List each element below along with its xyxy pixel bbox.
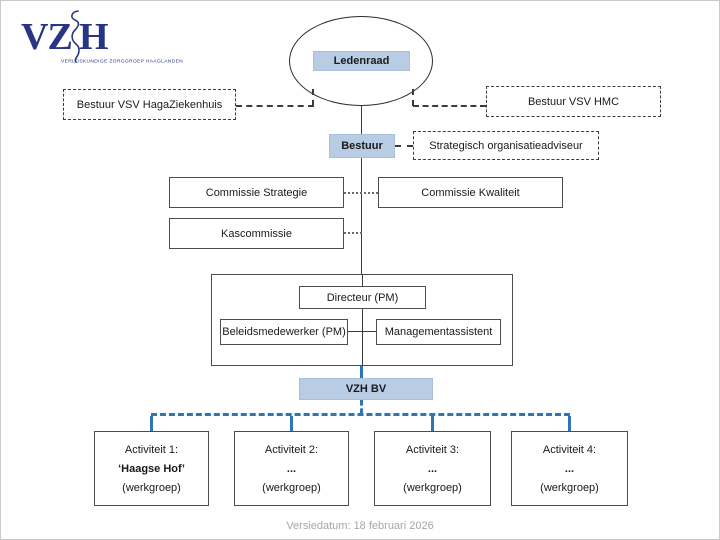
connector-directeur-down bbox=[362, 309, 363, 366]
activity-name: ... bbox=[427, 462, 438, 475]
connector-beleid-management bbox=[348, 331, 376, 332]
node-directeur: Directeur (PM) bbox=[299, 286, 426, 309]
node-activiteit-2: Activiteit 2: ... (werkgroep) bbox=[234, 431, 349, 506]
connector-stub-activiteit-1 bbox=[150, 416, 153, 431]
node-commissie-strategie: Commissie Strategie bbox=[169, 177, 344, 208]
activity-name: ‘Haagse Hof’ bbox=[118, 462, 185, 475]
node-beleidsmedewerker: Beleidsmedewerker (PM) bbox=[220, 319, 348, 345]
connector-activities-bus bbox=[151, 413, 570, 416]
connector-strategie-kwaliteit bbox=[344, 192, 378, 194]
connector-vzhbv-bus bbox=[360, 400, 363, 414]
vzh-logo: VZ H VERLOSKUNDIGE ZORGGROEP HAAGLANDEN bbox=[21, 10, 201, 64]
version-date: Versiedatum: 18 februari 2026 bbox=[286, 520, 434, 532]
node-kascommissie: Kascommissie bbox=[169, 218, 344, 249]
node-bestuur-vsv-hmc: Bestuur VSV HMC bbox=[486, 86, 661, 117]
activity-subtitle: (werkgroep) bbox=[540, 481, 599, 494]
node-bestuur: Bestuur bbox=[329, 134, 395, 158]
connector-stub-activiteit-2 bbox=[290, 416, 293, 431]
connector-hmc-vertical bbox=[412, 89, 414, 106]
connector-kascommissie bbox=[344, 232, 362, 234]
activity-subtitle: (werkgroep) bbox=[122, 481, 181, 494]
activity-title: Activiteit 4: bbox=[542, 443, 597, 456]
node-activiteit-4: Activiteit 4: ... (werkgroep) bbox=[511, 431, 628, 506]
connector-hmc-horizontal bbox=[413, 105, 486, 107]
connector-staff-vzhbv bbox=[360, 366, 363, 378]
swan-figure-icon bbox=[71, 10, 80, 63]
activity-subtitle: (werkgroep) bbox=[262, 481, 321, 494]
node-managementassistent: Managementassistent bbox=[376, 319, 501, 345]
activity-title: Activiteit 3: bbox=[405, 443, 460, 456]
activity-name: ... bbox=[286, 462, 297, 475]
activity-title: Activiteit 2: bbox=[264, 443, 319, 456]
vzh-logo-letters: VZ H bbox=[21, 10, 201, 63]
connector-bestuur-staff bbox=[361, 158, 362, 274]
node-bestuur-vsv-hagaziekenhuis: Bestuur VSV HagaZiekenhuis bbox=[63, 89, 236, 120]
connector-haga-vertical bbox=[312, 89, 314, 106]
activity-title: Activiteit 1: bbox=[124, 443, 179, 456]
connector-stub-activiteit-4 bbox=[568, 416, 571, 431]
connector-haga-horizontal bbox=[236, 105, 314, 107]
connector-container-directeur bbox=[362, 274, 363, 286]
activity-name: ... bbox=[564, 462, 575, 475]
connector-bestuur-adviseur bbox=[395, 145, 413, 147]
node-strategisch-organisatieadviseur: Strategisch organisatieadviseur bbox=[413, 131, 599, 160]
connector-ledenraad-bestuur bbox=[361, 105, 362, 134]
connector-stub-activiteit-3 bbox=[431, 416, 434, 431]
node-ledenraad: Ledenraad bbox=[313, 51, 410, 71]
logo-tagline: VERLOSKUNDIGE ZORGGROEP HAAGLANDEN bbox=[61, 59, 184, 64]
activity-subtitle: (werkgroep) bbox=[403, 481, 462, 494]
logo-text-h: H bbox=[79, 16, 109, 58]
node-vzh-bv: VZH BV bbox=[299, 378, 433, 400]
node-commissie-kwaliteit: Commissie Kwaliteit bbox=[378, 177, 563, 208]
logo-text-vz: VZ bbox=[21, 16, 73, 58]
node-activiteit-1: Activiteit 1: ‘Haagse Hof’ (werkgroep) bbox=[94, 431, 209, 506]
node-activiteit-3: Activiteit 3: ... (werkgroep) bbox=[374, 431, 491, 506]
